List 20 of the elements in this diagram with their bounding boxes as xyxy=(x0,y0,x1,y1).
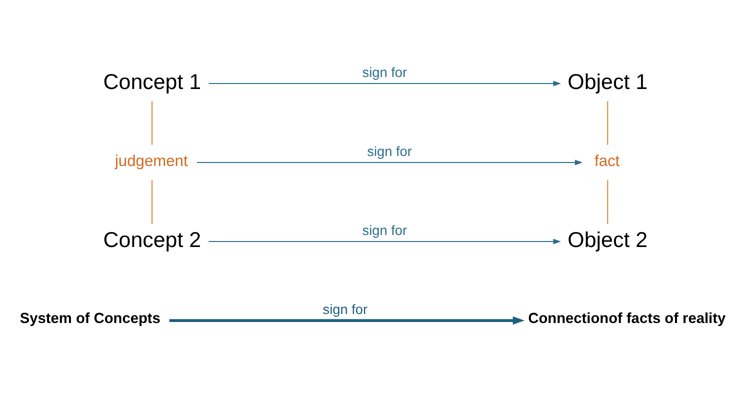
arrow xyxy=(208,80,562,86)
edge-label: sign for xyxy=(362,64,408,80)
edge-label: sign for xyxy=(362,222,408,238)
connector xyxy=(152,100,153,145)
node-text: Object 1 xyxy=(568,69,648,94)
node-text: Concept 2 xyxy=(103,227,202,252)
edge-label: sign for xyxy=(367,143,412,158)
node-text: System of Concepts xyxy=(20,310,160,326)
node-text: Connectionof facts of reality xyxy=(528,310,726,326)
node-text: fact xyxy=(594,152,620,170)
connector xyxy=(607,179,608,224)
edge-label: sign for xyxy=(322,301,368,316)
arrow xyxy=(169,316,525,324)
connector xyxy=(152,179,153,224)
arrow xyxy=(196,159,583,165)
connector xyxy=(607,100,608,145)
node-text: judgement xyxy=(114,152,188,170)
arrow xyxy=(208,238,562,244)
node-text: Object 2 xyxy=(568,227,648,252)
node-text: Concept 1 xyxy=(103,69,202,94)
